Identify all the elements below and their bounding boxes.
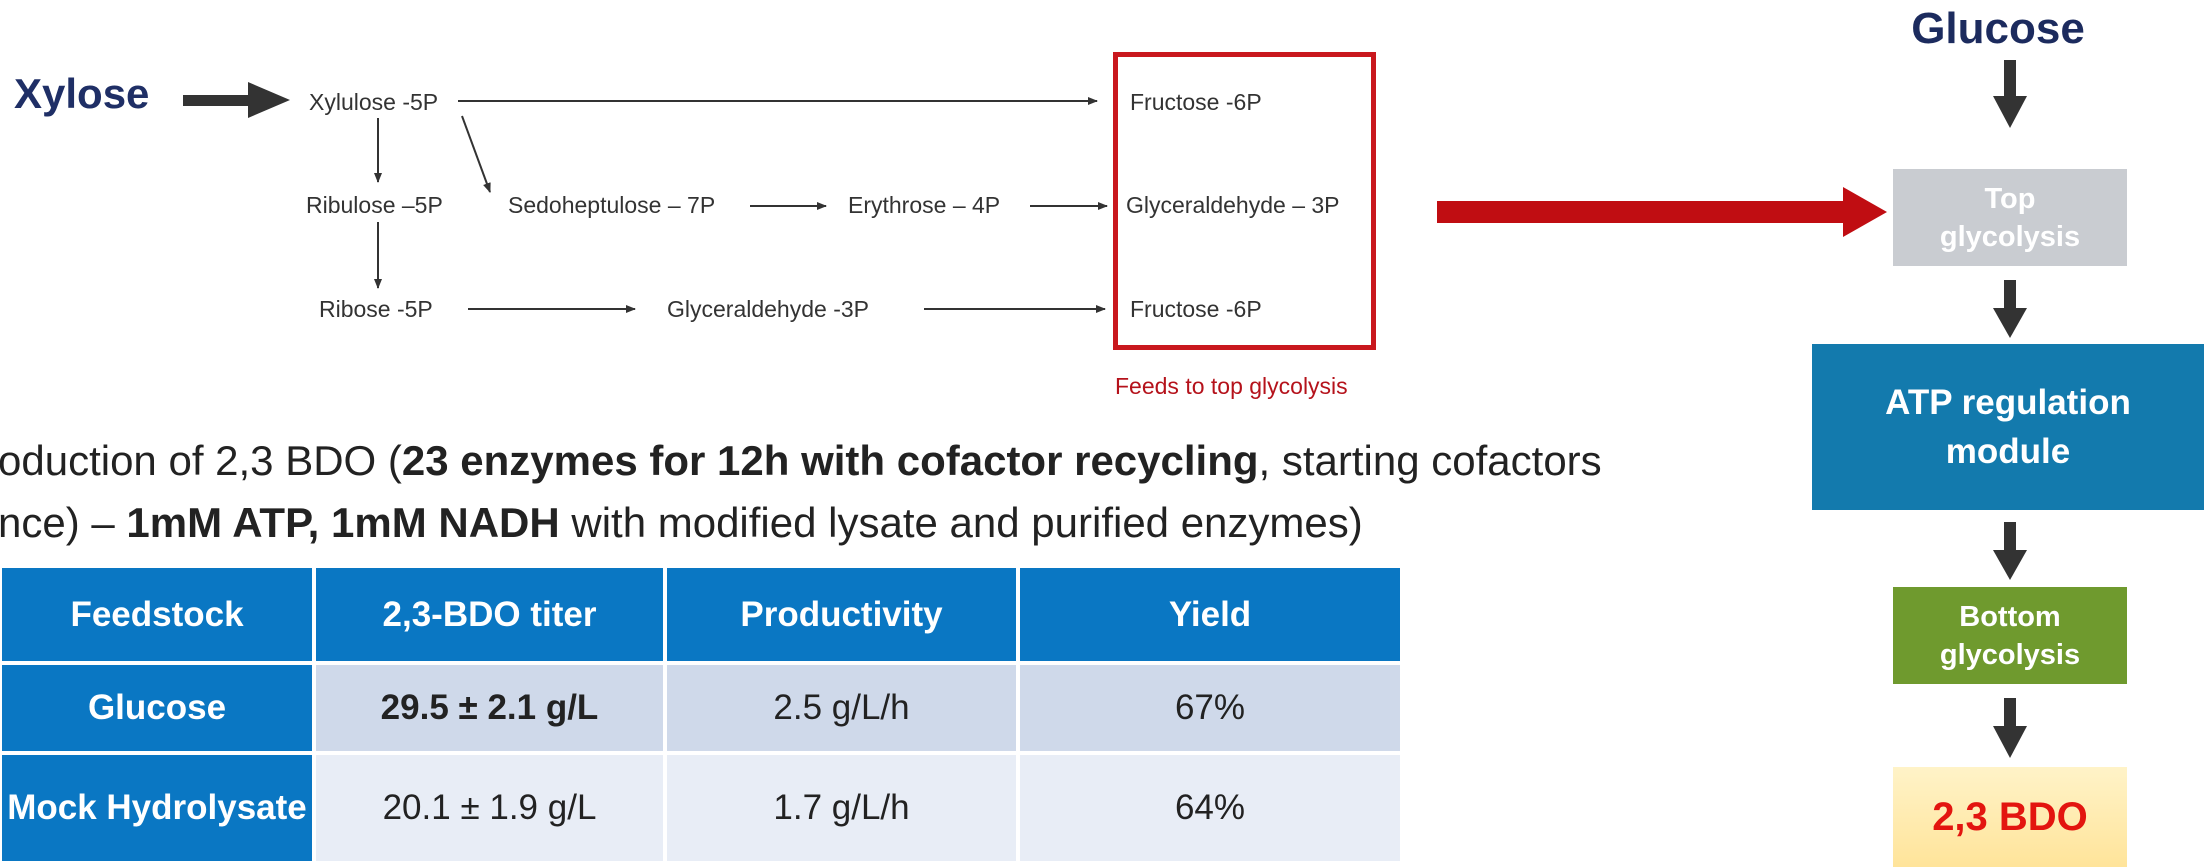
node-glyceraldehyde-3p-box: Glyceraldehyde – 3P (1126, 192, 1340, 218)
connector-arrow (1437, 187, 1887, 237)
node-fructose-6p-bottom: Fructose -6P (1130, 296, 1262, 322)
atp-regulation-box: ATP regulation module (1812, 344, 2204, 510)
feeds-caption: Feeds to top glycolysis (1115, 373, 1348, 399)
atp-regulation-label: ATP regulation module (1885, 383, 2131, 471)
flow-arrow-bottom-product (1993, 698, 2027, 758)
production-line-1: oduction of 2,3 BDO (23 enzymes for 12h … (0, 430, 1602, 492)
glucose-title: Glucose (1911, 4, 2085, 53)
feeds-box (1113, 52, 1376, 350)
cell-feedstock: Glucose (2, 665, 312, 751)
results-table: Feedstock 2,3-BDO titer Productivity Yie… (0, 564, 1404, 865)
xylose-arrow (183, 82, 290, 118)
cell-yield: 67% (1020, 665, 1400, 751)
cell-feedstock: Mock Hydrolysate (2, 755, 312, 861)
header-feedstock: Feedstock (2, 568, 312, 661)
node-ribose-5p: Ribose -5P (319, 296, 433, 322)
header-yield: Yield (1020, 568, 1400, 661)
top-glycolysis-label: Top glycolysis (1939, 182, 2081, 253)
cell-productivity: 2.5 g/L/h (667, 665, 1016, 751)
production-line-2: nce) – 1mM ATP, 1mM NADH with modified l… (0, 492, 1602, 554)
node-fructose-6p-top: Fructose -6P (1130, 89, 1262, 115)
cell-productivity: 1.7 g/L/h (667, 755, 1016, 861)
product-bdo-box: 2,3 BDO (1893, 767, 2127, 867)
cell-titer: 20.1 ± 1.9 g/L (316, 755, 663, 861)
flow-arrow-glucose-top (1993, 60, 2027, 128)
production-description: oduction of 2,3 BDO (23 enzymes for 12h … (0, 430, 1602, 554)
flow-arrow-atp-bottom (1993, 522, 2027, 580)
product-bdo-label: 2,3 BDO (1932, 794, 2088, 839)
line1-start: oduction of 2,3 BDO ( (0, 437, 402, 484)
node-xylulose-5p: Xylulose -5P (309, 89, 439, 115)
arrow-xylulose-sedoheptulose (461, 115, 491, 193)
line1-end: , starting cofactors (1258, 437, 1602, 484)
flow-arrow-top-atp (1993, 280, 2027, 338)
node-sedoheptulose-7p: Sedoheptulose – 7P (508, 192, 716, 218)
header-productivity: Productivity (667, 568, 1016, 661)
node-erythrose-4p: Erythrose – 4P (848, 192, 1001, 218)
xylose-label: Xylose (14, 70, 150, 117)
table-row: Mock Hydrolysate 20.1 ± 1.9 g/L 1.7 g/L/… (2, 755, 1400, 861)
table-row: Glucose 29.5 ± 2.1 g/L 2.5 g/L/h 67% (2, 665, 1400, 751)
line2-end: with modified lysate and purified enzyme… (559, 499, 1363, 546)
table-header-row: Feedstock 2,3-BDO titer Productivity Yie… (2, 568, 1400, 661)
cell-titer: 29.5 ± 2.1 g/L (316, 665, 663, 751)
line2-start: nce) – (0, 499, 127, 546)
node-glyceraldehyde-3p-mid: Glyceraldehyde -3P (667, 296, 869, 322)
bottom-glycolysis-box: Bottom glycolysis (1893, 587, 2127, 684)
top-glycolysis-box: Top glycolysis (1893, 169, 2127, 266)
header-titer: 2,3-BDO titer (316, 568, 663, 661)
line1-bold: 23 enzymes for 12h with cofactor recycli… (401, 437, 1259, 484)
cell-yield: 64% (1020, 755, 1400, 861)
node-ribulose-5p: Ribulose –5P (306, 192, 443, 218)
line2-bold: 1mM ATP, 1mM NADH (126, 499, 560, 546)
bottom-glycolysis-label: Bottom glycolysis (1939, 600, 2081, 671)
